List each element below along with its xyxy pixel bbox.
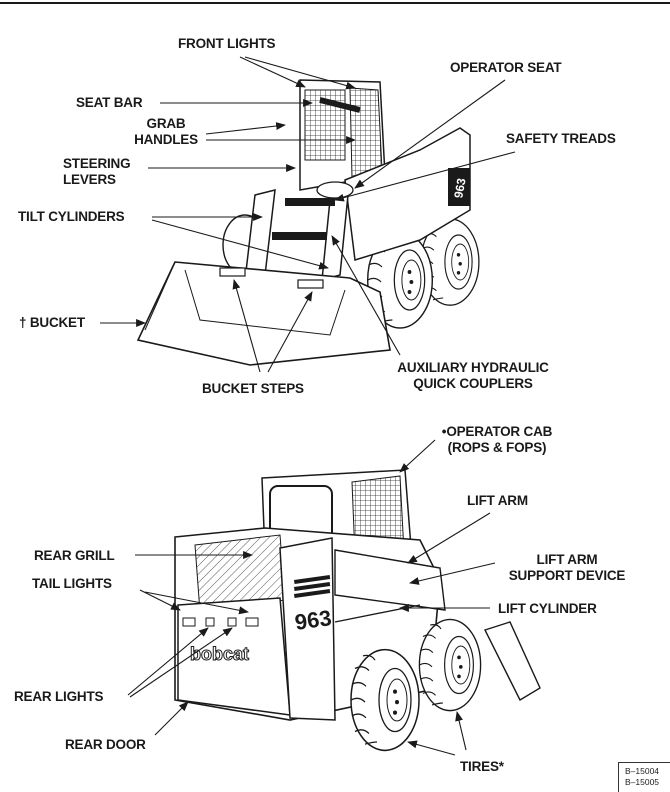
- rear-view-drawing: bobcat 963: [127, 439, 541, 756]
- rear-model-decal: 963: [293, 605, 333, 635]
- label-lift-arm-support-device: LIFT ARM SUPPORT DEVICE: [497, 552, 637, 584]
- safety-tread-lower: [272, 232, 327, 240]
- label-aux-hydraulic-line2: QUICK COUPLERS: [413, 376, 533, 391]
- label-steering-levers-line2: LEVERS: [63, 172, 116, 187]
- lift-arm: [334, 549, 446, 611]
- label-grab-handles: GRAB HANDLES: [120, 116, 212, 148]
- label-bucket-steps: BUCKET STEPS: [202, 381, 304, 396]
- cab-right-mesh: [349, 87, 383, 179]
- figure-number-2: B–15005: [625, 777, 660, 787]
- front-view-drawing: 963: [100, 56, 516, 373]
- bucket-step-left: [219, 267, 246, 277]
- bucket-step-right: [297, 279, 324, 289]
- rear-light-right: [227, 617, 237, 627]
- tail-light-right: [245, 617, 259, 627]
- tail-light-left: [182, 617, 196, 627]
- rear-light-left: [205, 617, 215, 627]
- figure-number-1: B–15004: [625, 766, 660, 776]
- model-decal-text: 963: [451, 177, 468, 199]
- label-operator-cab-line1: •OPERATOR CAB: [441, 424, 553, 439]
- seat-bar: [319, 97, 361, 113]
- top-rule: [0, 2, 670, 4]
- label-operator-seat: OPERATOR SEAT: [450, 60, 562, 75]
- rear-view-front-tire: [350, 648, 420, 752]
- label-lift-arm: LIFT ARM: [467, 493, 528, 508]
- label-aux-hydraulic-line1: AUXILIARY HYDRAULIC: [397, 360, 549, 375]
- rear-view-back-tire: [418, 618, 482, 712]
- label-lift-arm-support-line2: SUPPORT DEVICE: [508, 568, 626, 583]
- label-aux-hydraulic-couplers: AUXILIARY HYDRAULIC QUICK COUPLERS: [383, 360, 563, 392]
- label-lift-cylinder: LIFT CYLINDER: [498, 601, 597, 616]
- label-operator-cab-line2: (ROPS & FOPS): [447, 440, 547, 455]
- model-decal-bg: [448, 168, 470, 206]
- operator-seat: [316, 181, 354, 199]
- front-view-leader-lines: [100, 56, 516, 373]
- rear-view-leader-lines: [127, 439, 496, 756]
- label-rear-door: REAR DOOR: [65, 737, 146, 752]
- label-grab-handles-line1: GRAB: [146, 116, 186, 131]
- label-grab-handles-line2: HANDLES: [134, 132, 198, 147]
- label-steering-levers-line1: STEERING: [63, 156, 131, 171]
- bucket-inner-lines: [144, 261, 346, 336]
- safety-tread-upper: [285, 198, 335, 206]
- label-operator-cab: •OPERATOR CAB (ROPS & FOPS): [428, 424, 566, 456]
- label-safety-treads: SAFETY TREADS: [506, 131, 616, 146]
- label-tilt-cylinders: TILT CYLINDERS: [18, 209, 125, 224]
- brand-decal: bobcat: [190, 644, 249, 664]
- label-seat-bar: SEAT BAR: [76, 95, 143, 110]
- label-tail-lights: TAIL LIGHTS: [32, 576, 112, 591]
- label-tires: TIRES*: [460, 759, 504, 774]
- model-stripes: [293, 574, 331, 598]
- label-rear-grill: REAR GRILL: [34, 548, 115, 563]
- figure-number-box: B–15004 B–15005: [618, 762, 670, 792]
- label-steering-levers: STEERING LEVERS: [63, 156, 131, 188]
- label-rear-lights: REAR LIGHTS: [14, 689, 104, 704]
- label-bucket: † BUCKET: [19, 315, 85, 330]
- rear-view-bucket: [484, 621, 541, 701]
- label-lift-arm-support-line1: LIFT ARM: [536, 552, 598, 567]
- label-front-lights: FRONT LIGHTS: [178, 36, 276, 51]
- bucket: [136, 261, 391, 366]
